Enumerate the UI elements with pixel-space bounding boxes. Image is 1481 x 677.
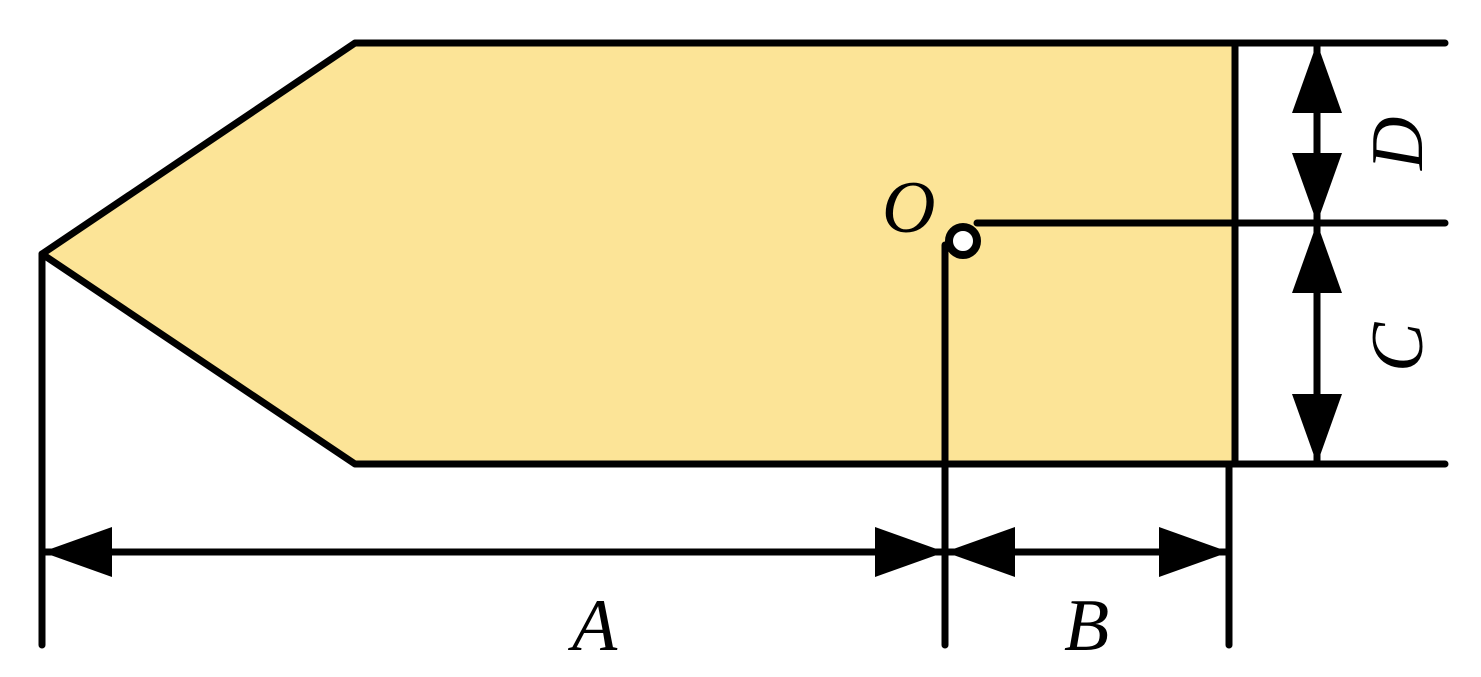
dimension-b-label: B [1064,585,1109,667]
part-body [38,39,1239,468]
dimension-d-label: D [1357,117,1439,171]
origin-point [945,223,981,259]
dimension-a-label: A [567,585,618,667]
dimension-c-label: C [1357,321,1439,372]
origin-label: O [882,167,935,249]
